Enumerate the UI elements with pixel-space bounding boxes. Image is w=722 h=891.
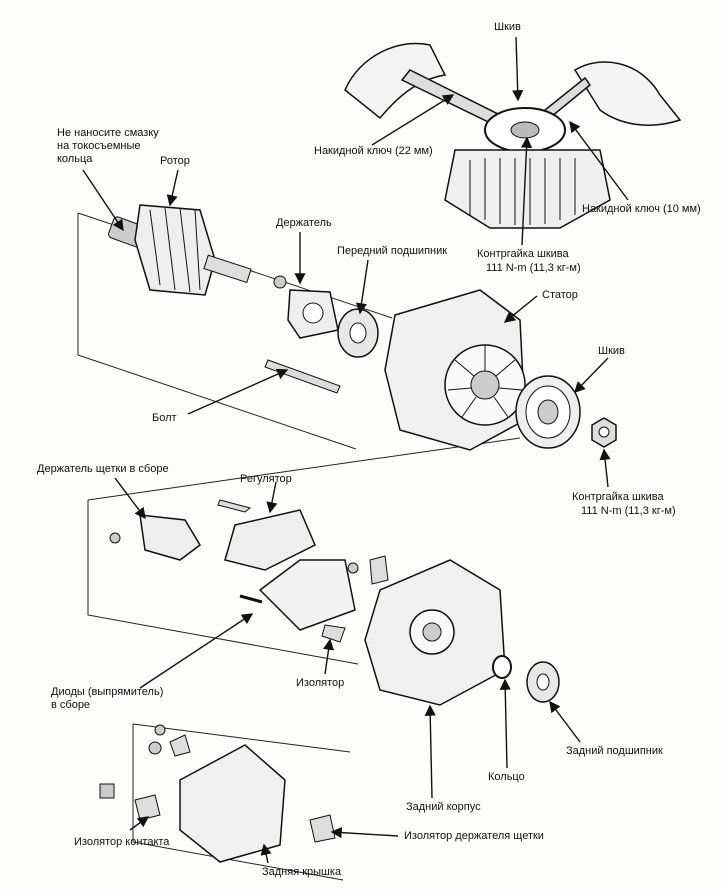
leader-lines [82, 36, 629, 864]
panel-middle-edge [87, 437, 521, 501]
contact-insulator-shape [134, 794, 161, 821]
label-stator: Статор [542, 289, 578, 301]
alternator-body-shape [444, 149, 611, 229]
label-brush-holder: Держатель щетки в сборе [37, 463, 169, 475]
rotor-shape [108, 204, 252, 296]
label-rotor: Ротор [160, 155, 190, 167]
label-rear-bearing: Задний подшипник [566, 745, 663, 757]
rear-cover-shape [179, 744, 286, 863]
pulley-removal-illustration [344, 42, 682, 229]
label-brush-holder-insulator: Изолятор держателя щетки [404, 830, 544, 842]
label-pulley-top: Шкив [494, 21, 521, 33]
label-pulley-nut-top-1: Контргайка шкива [477, 248, 569, 260]
label-ring-wrench-10: Накидной ключ (10 мм) [582, 203, 701, 215]
label-rear-housing: Задний корпус [406, 801, 481, 813]
holder-hole [302, 302, 324, 324]
label-insulator: Изолятор [296, 677, 345, 689]
label-holder: Держатель [276, 217, 332, 229]
front-parts [264, 275, 379, 394]
label-diodes: Диоды (выпрямитель) в сборе [51, 686, 164, 711]
brush-holder-insulator-shape [309, 814, 336, 843]
diode-assembly-shape [258, 559, 356, 631]
right-hand [573, 61, 682, 126]
rear-bearing-shape [526, 661, 560, 703]
label-no-grease: Не наносите смазку на токосъемные кольца [57, 127, 159, 165]
pulley-nut-shape [591, 417, 617, 448]
label-bolt: Болт [152, 412, 177, 424]
bolt-shape [264, 359, 341, 394]
label-front-bearing: Передний подшипник [337, 245, 448, 257]
label-ring: Кольцо [488, 771, 525, 783]
label-regulator: Регулятор [240, 473, 292, 485]
rear-housing-shape [364, 559, 506, 706]
bottom-parts [99, 724, 336, 863]
regulator-shape [224, 509, 316, 571]
label-pulley-nut-1: Контргайка шкива [572, 491, 664, 503]
label-contact-insulator: Изолятор контакта [74, 836, 170, 848]
panel-top-outline [77, 213, 357, 450]
regulator-screw [217, 499, 252, 513]
insulator-shape [321, 624, 346, 643]
left-hand [344, 42, 447, 120]
label-ring-wrench-22: Накидной ключ (22 мм) [314, 145, 433, 157]
panel-bottom-outline [132, 724, 344, 881]
brush-holder-shape [139, 514, 201, 561]
label-pulley-nut-top-2: 111 N-m (11,3 кг-м) [486, 262, 581, 274]
ring-shape [492, 655, 512, 679]
pulley-shape [515, 375, 581, 449]
alternator-fins [469, 158, 576, 225]
stator-shape [384, 289, 526, 451]
label-rear-cover: Задняя крышка [262, 866, 342, 878]
panel-middle-outline [87, 500, 359, 665]
top-pulley-nut-shape [510, 121, 540, 139]
label-pulley-nut-2: 111 N-m (11,3 кг-м) [581, 505, 676, 517]
panel-bottom-edge [132, 723, 351, 753]
label-pulley: Шкив [598, 345, 625, 357]
middle-parts [109, 499, 389, 643]
